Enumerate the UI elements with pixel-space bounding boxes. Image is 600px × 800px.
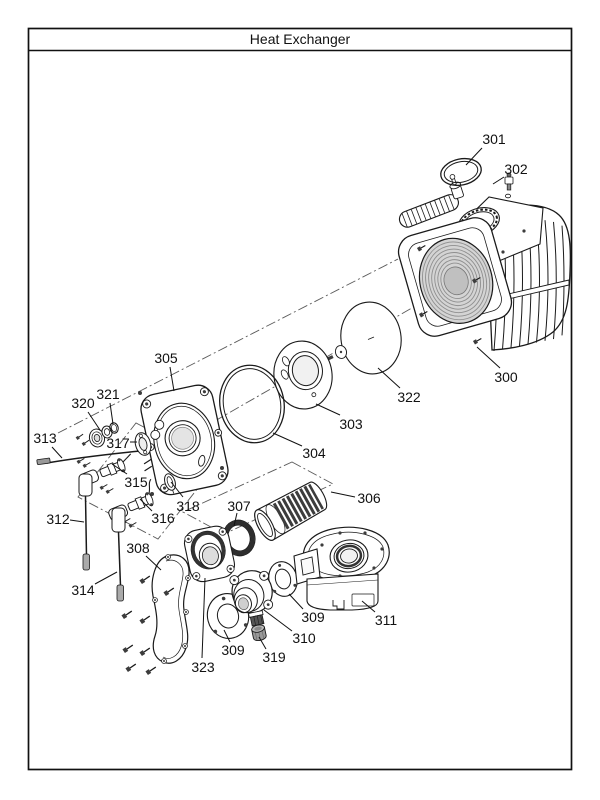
leader-drain-plug	[258, 636, 267, 650]
phantom-axis-upper	[57, 258, 399, 434]
part-label-306-burner-mesh-tube: 306	[357, 490, 381, 506]
part-insulation-disc	[273, 340, 333, 410]
leader-gasket-right	[288, 593, 304, 610]
leader-burner-oring	[233, 512, 238, 527]
part-label-308-burner-cover: 308	[126, 540, 150, 556]
part-ignition-cable	[78, 469, 100, 571]
flange-clip-bolts	[416, 245, 482, 345]
part-label-301-top-gasket: 301	[482, 131, 506, 147]
part-flame-sensor	[127, 478, 154, 512]
part-grommet	[88, 425, 113, 448]
mesh-slots	[272, 483, 324, 530]
leader-flame-tube-flange	[201, 577, 206, 659]
part-label-311-blower-assembly: 311	[375, 612, 398, 628]
part-drain-plug	[251, 624, 267, 642]
part-label-309-gasket-right: 309	[301, 609, 325, 625]
part-door-gasket	[219, 364, 285, 444]
part-flame-tube-flange	[183, 525, 236, 583]
part-electrode	[99, 453, 132, 478]
leader-ignition-cable	[69, 519, 85, 523]
front-flange	[397, 217, 513, 337]
small-screws	[75, 433, 137, 528]
cover-screws	[121, 575, 175, 676]
leader-burner-cover	[145, 555, 162, 571]
part-electrode-gasket	[134, 432, 152, 456]
blower-bolts	[320, 531, 384, 578]
part-burner-mesh-tube	[254, 481, 328, 541]
venturi-nipple	[248, 610, 265, 627]
part-label-304-door-gasket: 304	[302, 445, 326, 461]
flue-hose	[398, 174, 464, 228]
part-label-302-sensor-fitting: 302	[504, 161, 528, 177]
part-label-314-electrode-cable: 314	[71, 582, 95, 598]
part-label-322-target-disc: 322	[397, 389, 421, 405]
part-label-313-sensor-lead: 313	[33, 430, 57, 446]
part-label-320-grommet: 320	[71, 395, 95, 411]
leader-blower-assembly	[361, 600, 376, 613]
leader-burner-door-plate	[169, 366, 175, 392]
part-label-300-heat-exchanger-body: 300	[494, 369, 518, 385]
part-target-disc	[326, 301, 402, 375]
part-label-305-burner-door-plate: 305	[154, 350, 178, 366]
part-label-319-drain-plug: 319	[262, 649, 286, 665]
callout-layer: 300 301 302 303 304 305 306 307 308 309 309 310 311 3…	[33, 131, 528, 675]
leader-sensor-lead	[51, 446, 63, 459]
part-label-323-flame-tube-flange: 323	[191, 659, 215, 675]
leader-electrode-cable	[94, 571, 118, 585]
leader-venturi-adapter	[263, 609, 293, 632]
leader-flame-sensor	[139, 498, 153, 512]
part-label-315-electrode: 315	[124, 474, 148, 490]
leader-grommet	[87, 411, 101, 431]
part-label-309-gasket-left: 309	[221, 642, 245, 658]
part-blower-assembly	[293, 526, 390, 611]
part-sight-glass	[164, 473, 176, 494]
leader-small-oring	[109, 402, 114, 425]
part-label-321-small-oring: 321	[96, 386, 120, 402]
part-label-312-ignition-cable: 312	[46, 511, 70, 527]
part-burner-cover	[151, 554, 191, 664]
leader-burner-mesh-tube	[330, 491, 356, 498]
leader-top-gasket	[465, 147, 483, 166]
part-electrode-cable	[108, 504, 129, 602]
leader-gasket-left	[223, 629, 231, 643]
leader-sight-glass	[170, 481, 184, 498]
page-title: Heat Exchanger	[250, 31, 351, 47]
leader-sensor-fitting	[492, 176, 505, 185]
part-label-307-burner-oring: 307	[227, 498, 251, 514]
blower-motor-housing	[306, 573, 379, 611]
part-sensor-lead	[36, 450, 141, 465]
part-label-310-venturi-adapter: 310	[292, 630, 316, 646]
part-label-303-insulation-disc: 303	[339, 416, 363, 432]
leader-heat-exchanger-body	[476, 346, 501, 369]
part-heat-exchanger-body	[397, 174, 572, 352]
part-sensor-fitting	[504, 172, 514, 199]
part-label-317-electrode-gasket: 317	[106, 435, 130, 451]
leader-insulation-disc	[315, 403, 341, 416]
leader-door-gasket	[272, 432, 303, 447]
part-label-316-flame-sensor: 316	[151, 510, 175, 526]
coil-rings	[422, 241, 491, 321]
part-label-318-sight-glass: 318	[176, 498, 200, 514]
leader-target-disc	[377, 367, 401, 389]
leader-electrode	[111, 463, 128, 475]
part-venturi-adapter	[229, 570, 274, 627]
part-top-gasket	[440, 157, 482, 187]
